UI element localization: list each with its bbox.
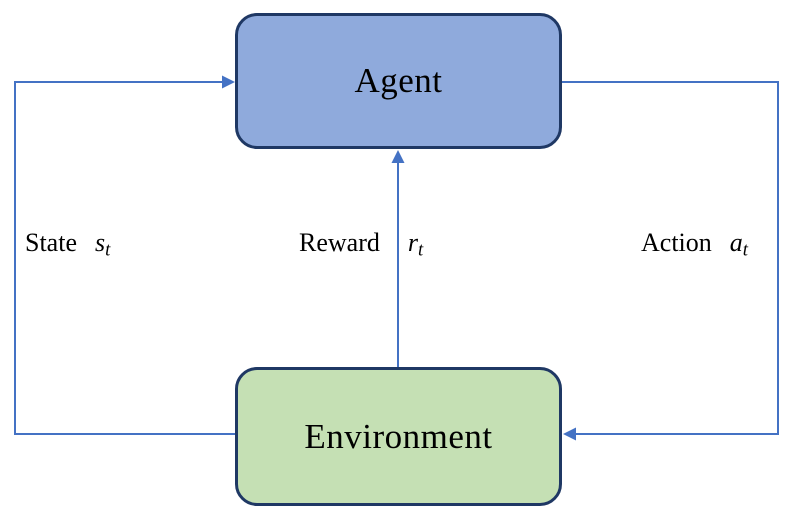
reward-variable: rt xyxy=(407,228,424,261)
state-arrowhead-icon xyxy=(222,75,235,89)
action-arrow xyxy=(562,81,779,441)
action-variable: at xyxy=(729,228,748,261)
action-label-word: Action xyxy=(641,228,712,257)
environment-node: Environment xyxy=(235,367,562,506)
environment-node-label: Environment xyxy=(304,416,493,456)
reward-arrowhead-icon xyxy=(391,150,405,163)
agent-node: Agent xyxy=(235,13,562,149)
action-arrowhead-icon xyxy=(563,427,576,441)
agent-node-label: Agent xyxy=(354,61,443,100)
state-variable: st xyxy=(95,228,111,261)
state-label-word: State xyxy=(25,228,77,257)
reward-arrow xyxy=(391,150,405,367)
state-edge-label: State st xyxy=(25,228,111,261)
reward-label-word: Reward xyxy=(299,228,380,257)
action-edge-label: Action at xyxy=(641,228,748,261)
reward-edge-label: Reward rt xyxy=(299,228,424,261)
